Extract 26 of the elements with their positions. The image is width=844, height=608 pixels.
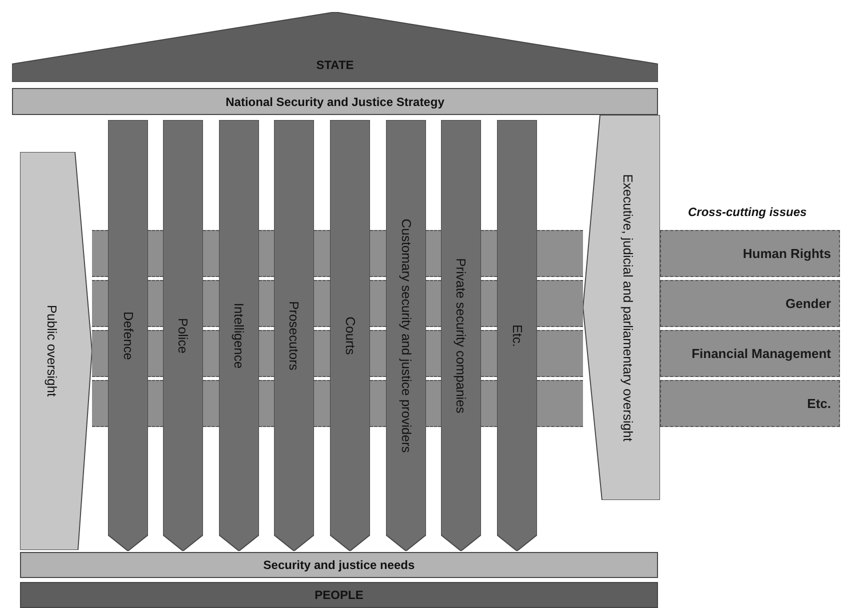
vertical-label: Police [174, 318, 192, 354]
band-label: Financial Management [692, 344, 831, 363]
vertical-label: Defence [120, 311, 137, 360]
band [660, 230, 840, 277]
bar [12, 88, 658, 115]
bar-label: Security and justice needs [263, 557, 415, 574]
vertical-label: Prosecutors [286, 300, 303, 370]
band-label: Gender [785, 294, 831, 313]
band-label: Human Rights [742, 244, 831, 263]
band [660, 330, 840, 377]
section-heading: Cross-cutting issues [688, 204, 807, 221]
band [660, 380, 840, 427]
vertical-label: Courts [342, 316, 359, 355]
vertical-label: Public oversight [44, 305, 61, 397]
vertical-label: Executive, judicial and parliamentary oversight [619, 174, 636, 442]
base-bar [20, 582, 658, 608]
vertical-label: Etc. [508, 324, 526, 347]
vertical-label: Intelligence [230, 302, 248, 368]
bar [20, 552, 658, 578]
bar-label: National Security and Justice Strategy [226, 94, 444, 110]
roof-label: STATE [316, 57, 354, 74]
band-label: Etc. [807, 394, 831, 413]
vertical-label: Private security companies [452, 258, 470, 414]
band [660, 280, 840, 327]
vertical-label: Customary security and justice providers [398, 218, 415, 453]
bar-label: PEOPLE [314, 587, 364, 604]
